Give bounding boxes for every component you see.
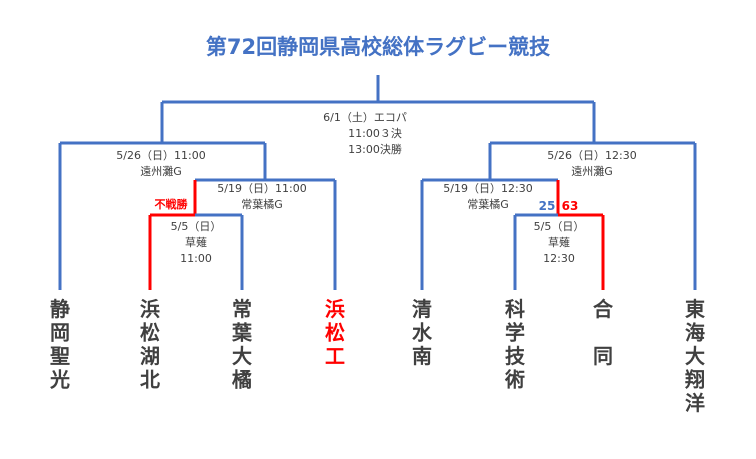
team-name-8-char-2: 海 — [685, 321, 705, 345]
team-name-1-char-1: 静 — [50, 297, 70, 321]
team-name-7-char-2 — [593, 321, 613, 345]
team-name-1-char-3: 聖 — [50, 344, 70, 368]
right-r1-date: 5/5（日） — [534, 220, 585, 233]
final-date: 6/1（土）エコパ — [323, 111, 407, 124]
team-name-5-char-2: 水 — [412, 321, 433, 345]
team-name-3-char-3: 大 — [232, 344, 252, 368]
team-name-2-char-2: 松 — [140, 321, 160, 345]
team-name-7-char-3: 同 — [593, 344, 613, 368]
team-name-6-char-3: 技 — [505, 344, 526, 368]
left-qf-venue: 常葉橘G — [241, 197, 283, 211]
page-title: 第72回静岡県高校総体ラグビー競技 — [206, 35, 551, 59]
left-semi-date: 5/26（日）11:00 — [116, 149, 205, 162]
left-semi-venue: 遠州灘G — [140, 165, 182, 178]
team-name-4-char-1: 浜 — [325, 297, 345, 321]
team-name-7-char-1: 合 — [593, 297, 614, 321]
team-name-8-char-1: 東 — [685, 297, 705, 321]
right-qf-score-right: 63 — [562, 199, 579, 213]
final-line3: 13:00決勝 — [348, 142, 402, 156]
team-name-1-char-4: 光 — [49, 368, 70, 392]
right-qf-date: 5/19（日）12:30 — [443, 182, 532, 195]
final-line2: 11:00３決 — [348, 127, 402, 140]
team-name-2-char-1: 浜 — [140, 297, 160, 321]
left-r1-date: 5/5（日） — [171, 220, 222, 233]
team-name-2-char-3: 湖 — [140, 344, 160, 368]
right-qf-venue: 常葉橘G — [467, 197, 509, 211]
team-name-4-char-2: 松 — [325, 321, 345, 345]
left-r1-venue: 草薙 — [185, 236, 207, 249]
team-name-3-char-4: 橘 — [232, 368, 252, 392]
left-r1-time: 11:00 — [180, 252, 212, 265]
left-qf-note: 不戦勝 — [155, 197, 189, 211]
team-name-8-char-4: 翔 — [684, 368, 705, 392]
right-semi-venue: 遠州灘G — [571, 165, 613, 178]
team-name-6-char-2: 学 — [505, 321, 525, 345]
left-qf-date: 5/19（日）11:00 — [217, 182, 306, 195]
right-r1-venue: 草薙 — [548, 236, 570, 249]
team-name-3-char-2: 葉 — [231, 321, 253, 345]
team-name-6-char-1: 科 — [505, 297, 525, 321]
team-name-8-char-5: 洋 — [685, 391, 705, 415]
team-name-4-char-3: 工 — [325, 344, 345, 368]
team-name-3-char-1: 常 — [232, 297, 252, 321]
team-name-5-char-1: 清 — [412, 297, 432, 321]
team-name-5-char-3: 南 — [412, 344, 432, 368]
right-qf-score-left: 25 — [539, 199, 556, 213]
right-r1-time: 12:30 — [543, 252, 575, 265]
team-name-1-char-2: 岡 — [50, 321, 70, 345]
right-semi-date: 5/26（日）12:30 — [547, 149, 636, 162]
team-name-8-char-3: 大 — [685, 344, 705, 368]
team-name-6-char-4: 術 — [504, 368, 525, 392]
team-name-2-char-4: 北 — [140, 368, 160, 392]
